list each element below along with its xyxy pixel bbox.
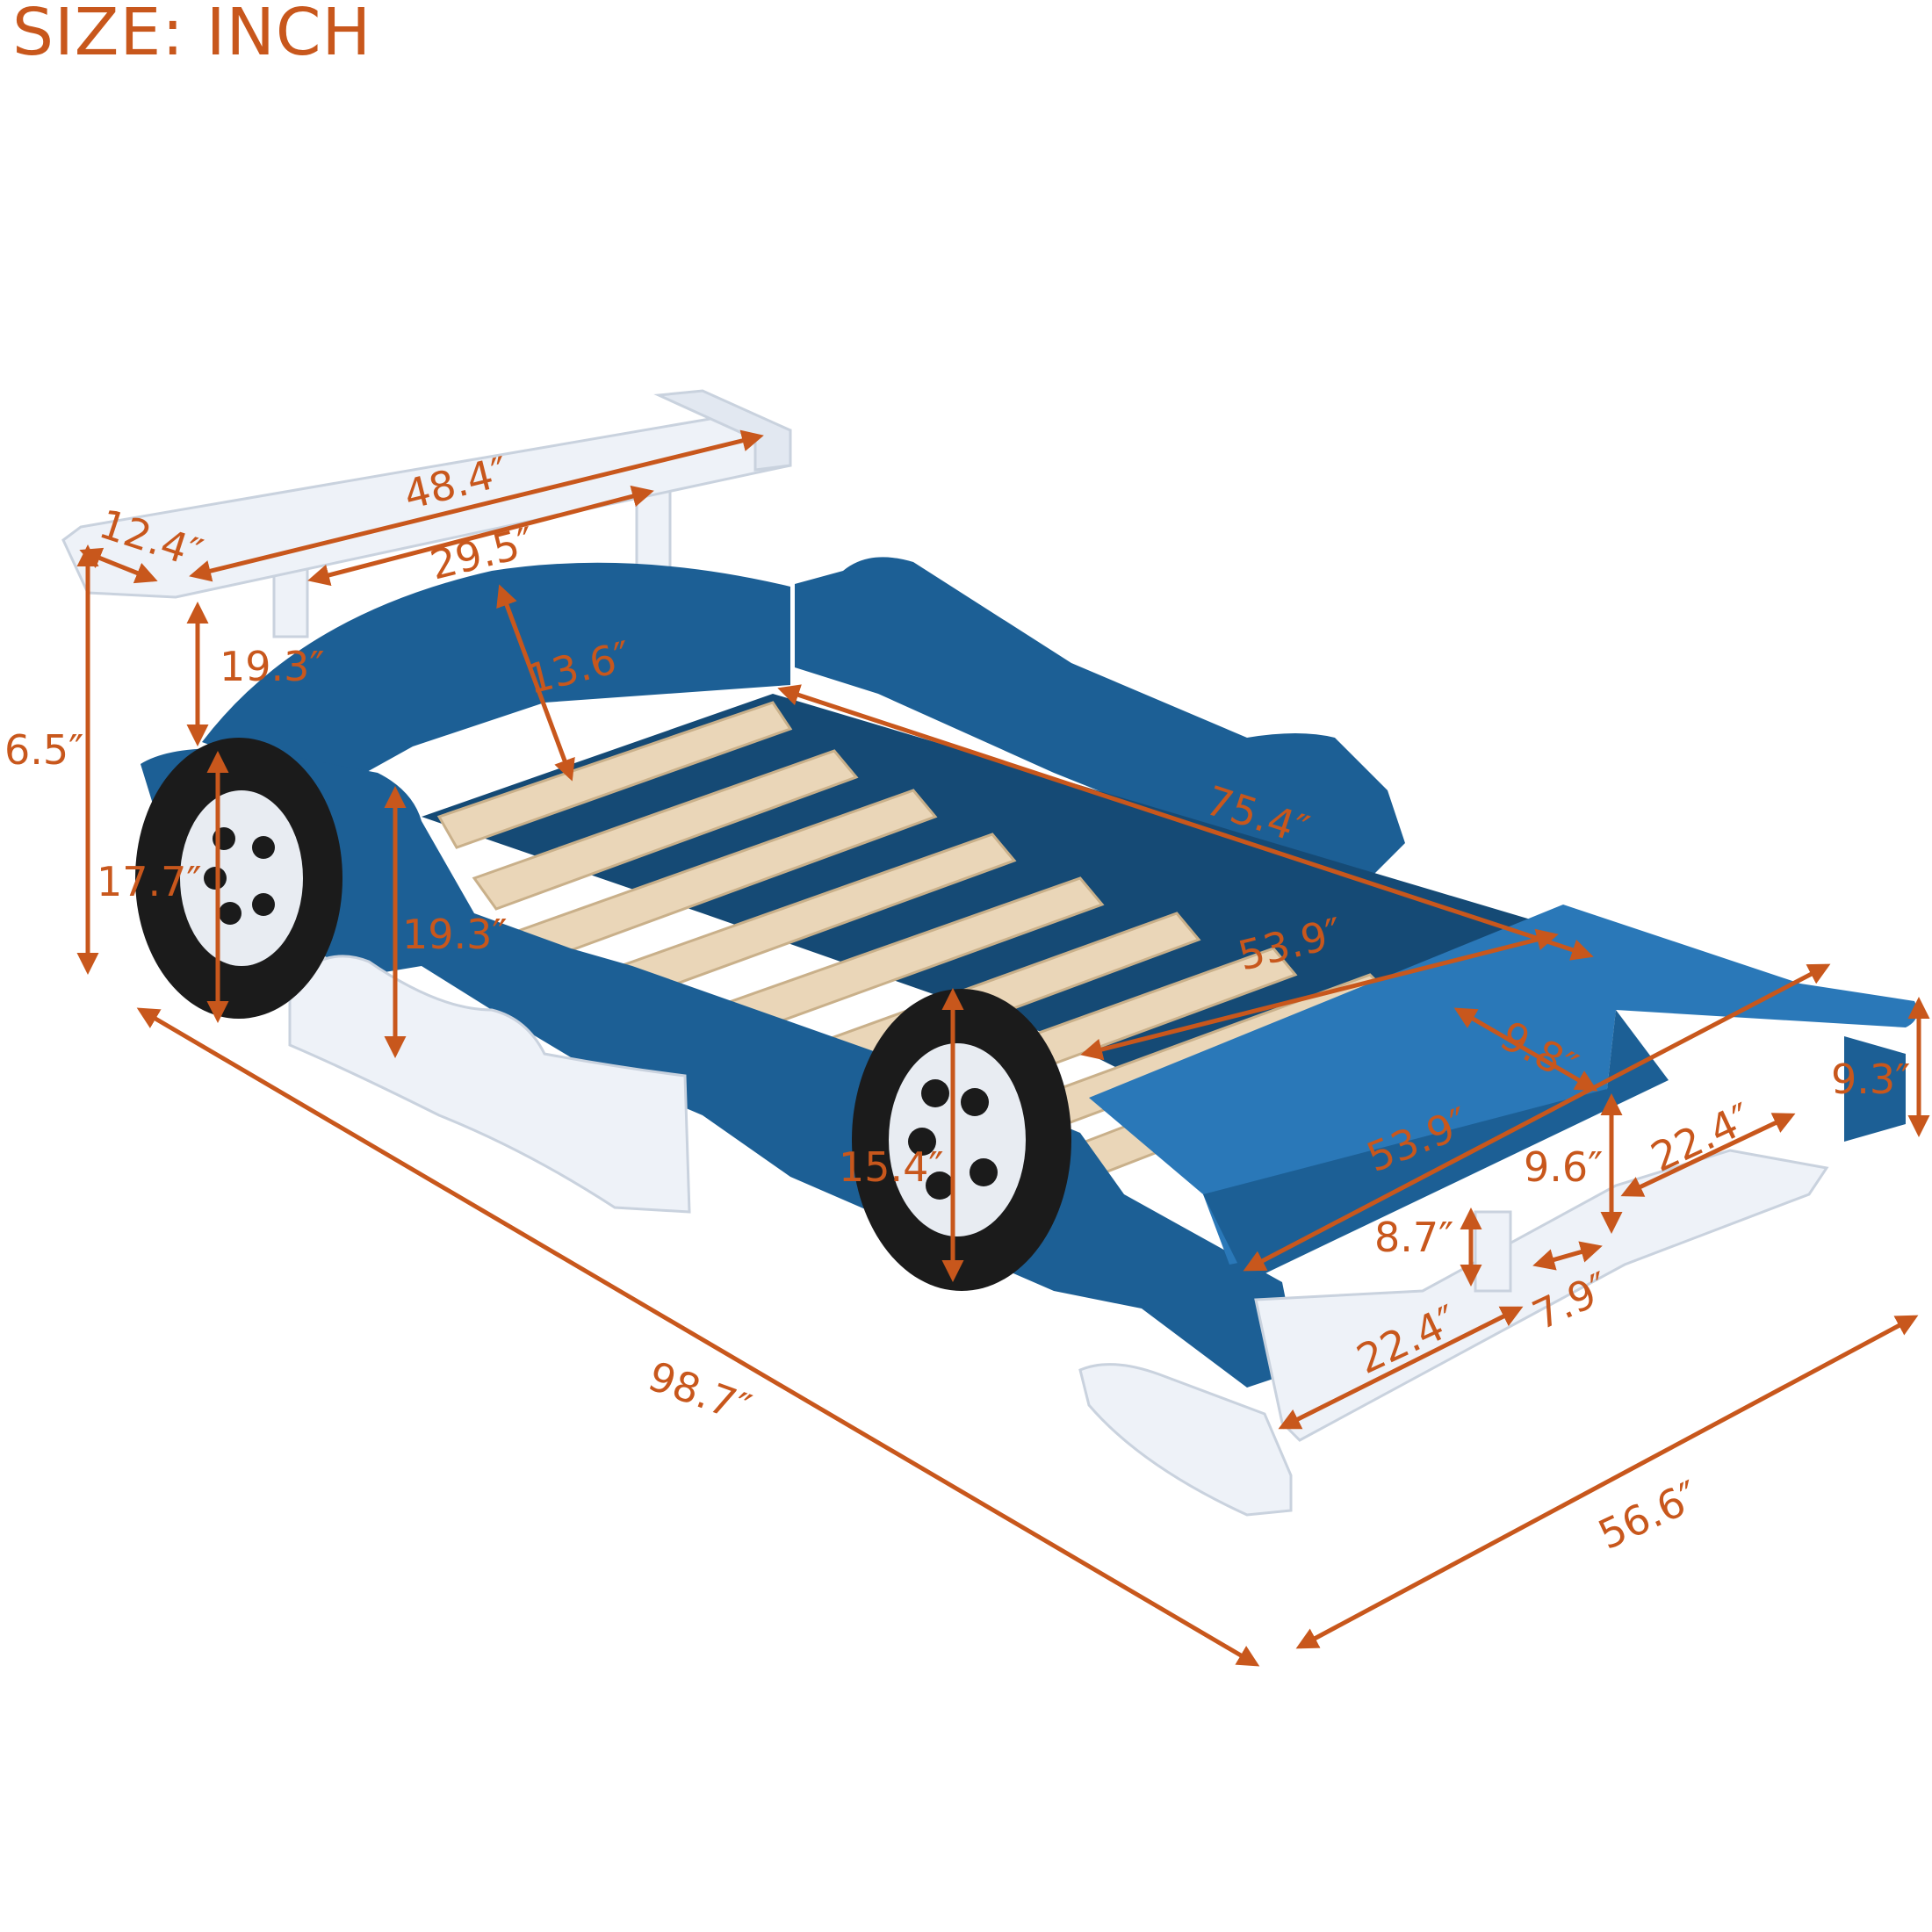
front-panel-width-line (1243, 963, 1831, 1272)
dim-label-spoiler-post-height: 19.3″ (220, 643, 325, 690)
headboard (202, 562, 790, 790)
front-wing-post (1474, 1210, 1512, 1293)
dim-label-side-panel-height: 19.3″ (402, 911, 508, 958)
dim-label-front-wheel-diameter: 15.4″ (839, 1143, 944, 1191)
front-wing-endplate (1078, 1363, 1293, 1517)
front-panel-depth-line (1453, 1007, 1598, 1092)
dim-label-front-wing-post: 9.6″ (1524, 1143, 1603, 1191)
overall-width-line (1295, 1315, 1919, 1649)
dim-label-front-height: 9.3″ (1831, 1056, 1910, 1103)
spoiler-inner-line (307, 485, 654, 587)
front-wing-depth-right-line (1620, 1113, 1796, 1197)
front-wing-gap-line (1532, 1241, 1603, 1271)
overall-length-line (136, 1007, 1260, 1667)
headboard-height-line (496, 584, 575, 782)
dimension-labels: 12.4″ 48.4″ 29.5″ 19.3″ 6.5″ 17.7″ 19.3″… (4, 447, 1910, 1559)
dim-label-overall-length: 98.7″ (642, 1352, 757, 1433)
dim-label-overall-width: 56.6″ (1591, 1471, 1706, 1558)
front-wing-endplate-right (1844, 1036, 1906, 1142)
front-wheel (852, 989, 1071, 1291)
dimension-lines (76, 429, 1930, 1667)
dim-label-overall-rear-height: 6.5″ (4, 726, 83, 774)
dim-label-front-wing-lift: 8.7″ (1374, 1214, 1453, 1261)
dim-label-rear-wheel-diameter: 17.7″ (97, 858, 202, 905)
slat-length-line (777, 684, 1594, 961)
car-bed-illustration (61, 389, 1918, 1517)
page-title: SIZE: INCH (12, 0, 372, 70)
